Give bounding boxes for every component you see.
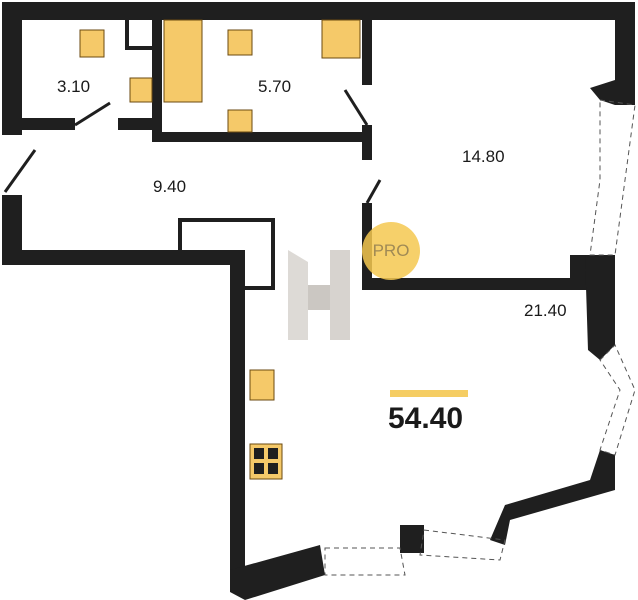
total-area: 54.40 [388, 402, 464, 435]
sink-icon [227, 109, 253, 133]
toilet-icon [227, 29, 253, 56]
room-area-bedroom: 14.80 [462, 147, 505, 166]
pro-badge: PRO [362, 222, 420, 280]
shower-icon [321, 19, 361, 59]
total-area-accent-bar [390, 390, 468, 397]
room-area-bathroom: 5.70 [258, 77, 292, 96]
room-area-hallway: 9.40 [153, 177, 187, 196]
logo-watermark [288, 250, 350, 340]
stove-burners [254, 448, 278, 474]
room-area-bathroom-small: 3.10 [57, 77, 91, 96]
room-area-kitchen-living: 21.40 [524, 301, 567, 320]
toilet-icon [79, 29, 105, 58]
doors [3, 89, 382, 204]
kitchen-sink-icon [249, 369, 275, 401]
fixtures [79, 19, 361, 480]
sink-icon [129, 77, 153, 103]
windows [324, 99, 636, 576]
bathtub-icon [163, 19, 203, 103]
